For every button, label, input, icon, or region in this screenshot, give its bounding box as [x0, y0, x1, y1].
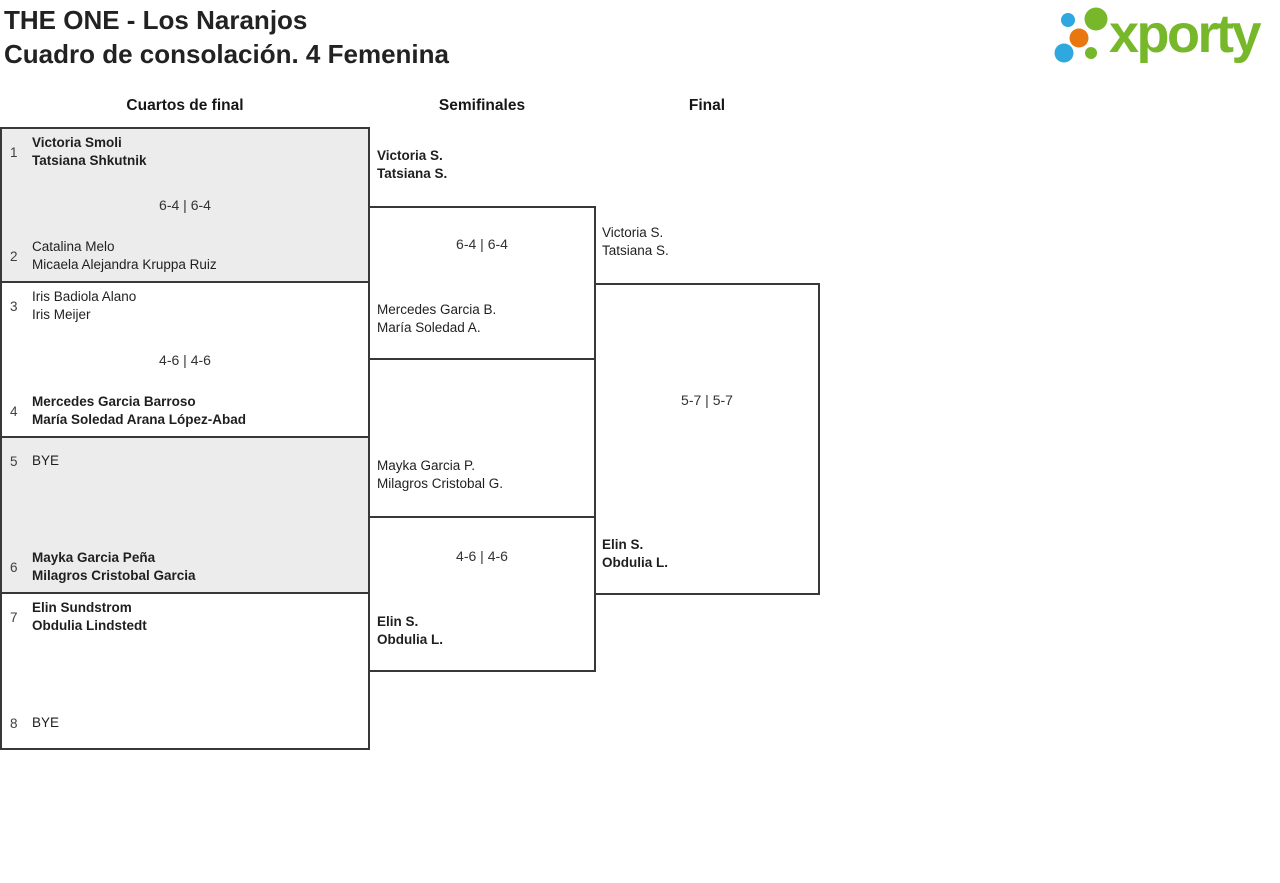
seed-number: 2 [10, 248, 18, 264]
player-name: Iris Badiola Alano [32, 289, 137, 304]
team-slot: 7 Elin Sundstrom Obdulia Lindstedt [2, 599, 368, 635]
player-name: María Soledad A. [377, 320, 481, 335]
column-header-semifinales: Semifinales [438, 97, 526, 114]
match-score: 6-4 | 6-4 [159, 197, 211, 213]
team-names: BYE [32, 705, 59, 741]
seed-number: 8 [10, 715, 18, 731]
player-name: Obdulia Lindstedt [32, 618, 147, 633]
team-names: Victoria Smoli Tatsiana Shkutnik [32, 134, 147, 170]
player-name: BYE [32, 453, 60, 468]
player-name: Elin S. [377, 614, 419, 629]
seed-number: 4 [10, 403, 18, 419]
xporty-logo-dots-icon [1054, 7, 1108, 63]
player-name: Elin Sundstrom [32, 600, 132, 615]
team-names: Victoria S. Tatsiana S. [602, 224, 669, 260]
player-name: Mayka Garcia Peña [32, 550, 156, 565]
match-quarterfinal-1: 1 Victoria Smoli Tatsiana Shkutnik 6-4 |… [0, 127, 370, 283]
team-names: Victoria S. Tatsiana S. [377, 147, 447, 183]
player-name: Tatsiana S. [602, 243, 669, 258]
player-name: Milagros Cristobal Garcia [32, 568, 196, 583]
player-name: María Soledad Arana López-Abad [32, 412, 247, 427]
match-score: 5-7 | 5-7 [681, 392, 733, 408]
player-name: BYE [32, 715, 60, 730]
player-name: Obdulia L. [602, 555, 668, 570]
team-slot: 5 BYE [2, 443, 368, 479]
column-header-final: Final [688, 97, 726, 114]
team-names: Mayka Garcia P. Milagros Cristobal G. [377, 457, 503, 493]
team-names: Elin Sundstrom Obdulia Lindstedt [32, 599, 147, 635]
match-final [594, 283, 820, 595]
player-name: Milagros Cristobal G. [377, 476, 504, 491]
draw-name: Cuadro de consolación. 4 Femenina [4, 39, 449, 69]
match-quarterfinal-2: 3 Iris Badiola Alano Iris Meijer 4-6 | 4… [0, 281, 370, 438]
seed-number: 5 [10, 453, 18, 469]
team-slot: 6 Mayka Garcia Peña Milagros Cristobal G… [2, 549, 368, 585]
player-name: Catalina Melo [32, 239, 115, 254]
player-name: Mercedes Garcia B. [377, 302, 497, 317]
seed-number: 3 [10, 298, 18, 314]
team-slot: 4 Mercedes Garcia Barroso María Soledad … [2, 393, 368, 429]
player-name: Victoria S. [602, 225, 664, 240]
xporty-logo-text: xporty [1109, 4, 1262, 64]
player-name: Victoria S. [377, 148, 443, 163]
team-names: Iris Badiola Alano Iris Meijer [32, 288, 136, 324]
team-slot: 2 Catalina Melo Micaela Alejandra Kruppa… [2, 238, 368, 274]
team-names: Mayka Garcia Peña Milagros Cristobal Gar… [32, 549, 196, 585]
page-title: THE ONE - Los Naranjos Cuadro de consola… [4, 3, 449, 71]
player-name: Victoria Smoli [32, 135, 122, 150]
match-quarterfinal-3: 5 BYE 6 Mayka Garcia Peña Milagros Crist… [0, 436, 370, 594]
player-name: Mercedes Garcia Barroso [32, 394, 196, 409]
team-slot: 3 Iris Badiola Alano Iris Meijer [2, 288, 368, 324]
player-name: Tatsiana S. [377, 166, 448, 181]
xporty-logo: xporty [1048, 2, 1262, 64]
player-name: Iris Meijer [32, 307, 91, 322]
player-name: Obdulia L. [377, 632, 443, 647]
team-slot: 8 BYE [2, 705, 368, 741]
match-score: 4-6 | 4-6 [159, 351, 211, 368]
player-name: Tatsiana Shkutnik [32, 153, 147, 168]
team-names: Catalina Melo Micaela Alejandra Kruppa R… [32, 238, 217, 274]
seed-number: 6 [10, 559, 18, 575]
column-header-cuartos-de-final: Cuartos de final [126, 97, 244, 114]
team-names: Mercedes Garcia B. María Soledad A. [377, 301, 496, 337]
team-names: Elin S. Obdulia L. [377, 613, 443, 649]
match-score: 6-4 | 6-4 [456, 236, 508, 252]
match-quarterfinal-4: 7 Elin Sundstrom Obdulia Lindstedt 8 BYE [0, 592, 370, 750]
team-names: BYE [32, 443, 59, 479]
tournament-name: THE ONE - Los Naranjos [4, 5, 308, 35]
player-name: Micaela Alejandra Kruppa Ruiz [32, 257, 217, 272]
team-names: Elin S. Obdulia L. [602, 536, 668, 572]
seed-number: 7 [10, 609, 18, 625]
match-score: 4-6 | 4-6 [456, 548, 508, 564]
team-names: Mercedes Garcia Barroso María Soledad Ar… [32, 393, 246, 429]
team-slot: 1 Victoria Smoli Tatsiana Shkutnik [2, 134, 368, 170]
player-name: Elin S. [602, 537, 644, 552]
player-name: Mayka Garcia P. [377, 458, 476, 473]
seed-number: 1 [10, 144, 18, 160]
